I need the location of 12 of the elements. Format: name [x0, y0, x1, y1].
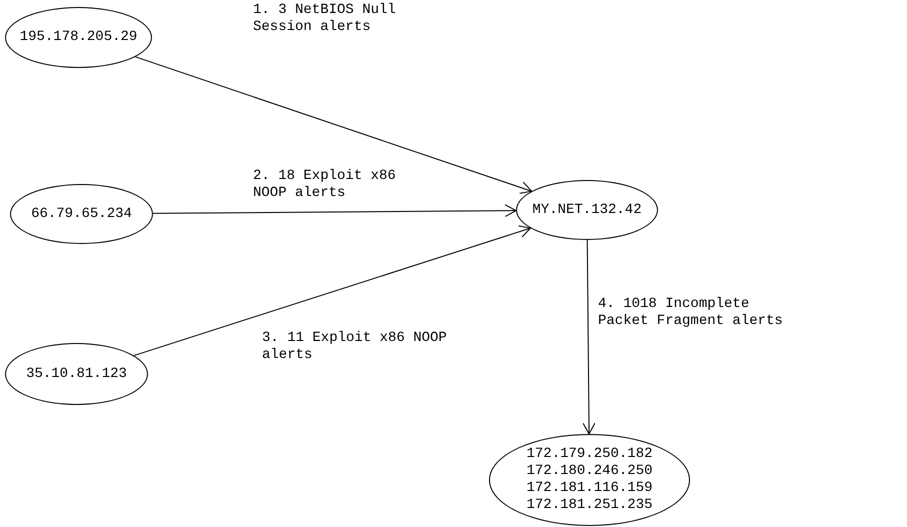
ip-address: 172.179.250.182: [526, 446, 653, 463]
ip-address: 35.10.81.123: [26, 366, 127, 382]
ip-address: 66.79.65.234: [31, 206, 132, 222]
ip-address: 172.180.246.250: [526, 463, 653, 480]
arrow: [152, 204, 516, 218]
arrow: [582, 240, 596, 434]
arrow: [134, 56, 532, 194]
ip-address: 172.181.251.235: [526, 497, 653, 514]
ip-address: 172.181.116.159: [526, 480, 653, 497]
ip-address: MY.NET.132.42: [532, 202, 642, 218]
arrow: [133, 225, 531, 356]
ip-address: 195.178.205.29: [20, 29, 138, 46]
